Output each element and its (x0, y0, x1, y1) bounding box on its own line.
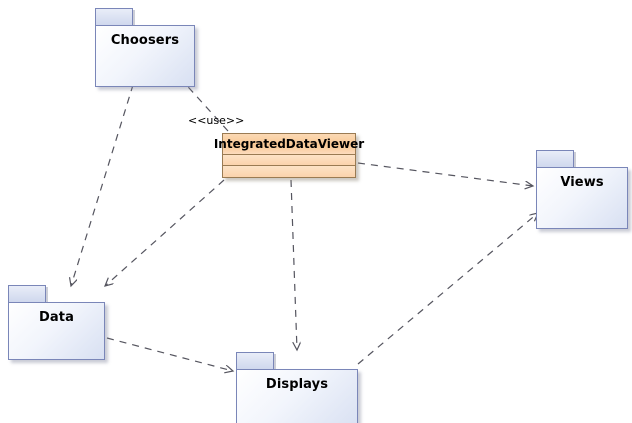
package-label-data: Data (39, 310, 74, 325)
package-label-views: Views (560, 175, 604, 190)
package-label-choosers: Choosers (110, 33, 180, 48)
edge-idv-uses-data (105, 179, 225, 286)
edge-label-use: <<use>> (188, 114, 245, 127)
package-body: Displays (236, 369, 358, 423)
class-name-label: IntegratedDataViewer (213, 137, 365, 151)
edge-data-uses-displays (106, 337, 233, 371)
class-integrated-data-viewer[interactable]: IntegratedDataViewer (214, 133, 364, 178)
package-body: Choosers (95, 25, 195, 87)
edge-idv-uses-displays (290, 179, 297, 350)
package-body: Data (8, 302, 105, 360)
package-body: Views (536, 167, 628, 229)
edge-displays-uses-views (357, 213, 538, 365)
class-attributes-compartment (223, 155, 355, 166)
class-operations-compartment (223, 166, 355, 177)
package-label-displays: Displays (265, 377, 329, 392)
edge-idv-uses-views (357, 162, 533, 186)
edge-choosers-uses-data (71, 71, 138, 286)
class-title-bar: IntegratedDataViewer (214, 134, 364, 155)
